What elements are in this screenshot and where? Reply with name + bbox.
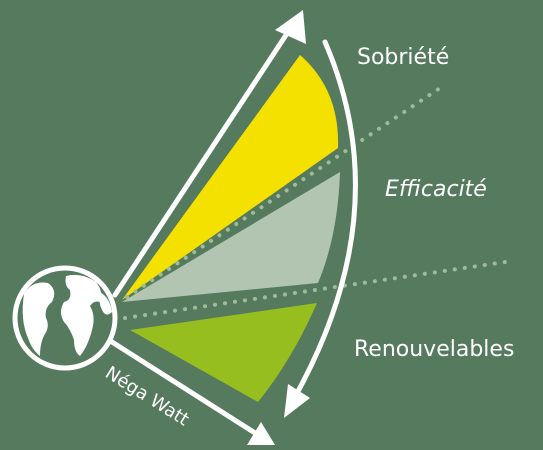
renouvelables-wedge: [130, 303, 317, 402]
arrow-down-right-icon: [109, 339, 275, 445]
dotted-line-lower: [123, 260, 507, 320]
nega-watt-label: Néga Watt: [101, 362, 192, 430]
sobriete-wedge: [122, 55, 339, 300]
arrow-up-icon: [112, 10, 306, 298]
renouvelables-label: Renouvelables: [354, 337, 514, 362]
efficacite-label: Efficacité: [385, 177, 487, 202]
globe-icon: [12, 265, 118, 371]
dotted-line-upper: [125, 86, 442, 299]
curved-arrow-down-icon: [284, 39, 358, 418]
efficacite-wedge: [122, 172, 340, 302]
sobriete-label: Sobriété: [357, 45, 449, 70]
